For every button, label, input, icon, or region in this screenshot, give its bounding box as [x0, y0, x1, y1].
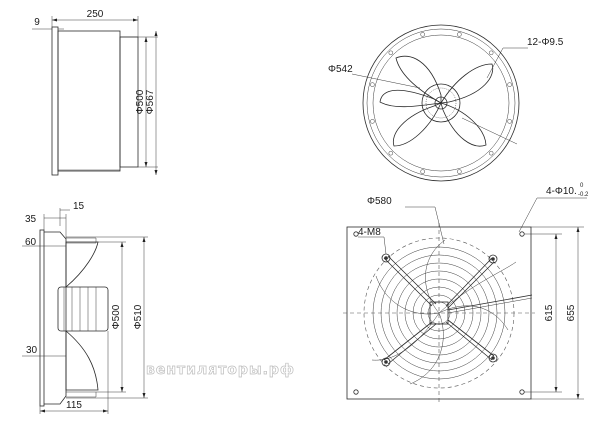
- grille: [372, 246, 506, 380]
- mounting-hole: [388, 150, 394, 156]
- mounting-hole: [370, 82, 375, 87]
- dim-dia510: Φ510: [133, 304, 144, 329]
- dim-655: 655: [566, 304, 577, 321]
- dim-m8: 4-M8: [358, 227, 381, 238]
- top-left-view: 250 9 Φ500 Φ567: [32, 9, 158, 176]
- mounting-holes: [370, 32, 512, 174]
- watermark: вентиляторы.рф: [146, 362, 295, 378]
- mounting-hole: [370, 119, 375, 124]
- grille-ring: [412, 286, 466, 340]
- dim-15: 15: [73, 201, 85, 212]
- mounting-hole: [388, 50, 394, 56]
- mounting-hole: [507, 119, 512, 124]
- dim-flange: 9: [34, 17, 40, 28]
- mounting-hole: [457, 169, 462, 174]
- grille-ring: [372, 246, 506, 380]
- dim-dia580: Φ580: [367, 196, 392, 207]
- dim-tol-lower: -0.2: [578, 192, 589, 198]
- mounting-hole: [488, 50, 494, 56]
- dim-615: 615: [544, 304, 555, 321]
- top-right-view: Φ542 12-Φ9.5: [328, 24, 564, 182]
- dim-tol-upper: 0: [580, 183, 584, 189]
- grille-ring: [396, 270, 482, 356]
- mounting-hole: [420, 169, 425, 174]
- dim-holes-main: 4-Φ10.: [546, 186, 577, 197]
- dim-dia500: Φ500: [111, 304, 122, 329]
- bottom-left-view: 35 15 60 30 115 Φ500 Φ510: [22, 201, 148, 414]
- mounting-hole: [507, 82, 512, 87]
- dim-60: 60: [25, 237, 37, 248]
- dim-inner-dia: Φ500: [135, 89, 146, 114]
- dim-30: 30: [26, 345, 38, 356]
- bottom-right-view: Φ580 4-M8 4-Φ10. 0 -0.2 615 655: [343, 183, 589, 403]
- dim-dia: Φ542: [328, 64, 353, 75]
- mounting-hole: [488, 150, 494, 156]
- grille-ring: [388, 262, 490, 364]
- dim-outer-dia: Φ567: [145, 89, 156, 114]
- dim-depth: 250: [87, 9, 104, 20]
- dim-35: 35: [25, 214, 37, 225]
- mounting-hole: [457, 32, 462, 37]
- grille-ring: [380, 254, 498, 372]
- grille-ring: [420, 294, 458, 332]
- dim-holes: 12-Φ9.5: [527, 37, 564, 48]
- mounting-hole: [420, 32, 425, 37]
- dim-115: 115: [66, 400, 82, 411]
- grille-ring: [404, 278, 474, 348]
